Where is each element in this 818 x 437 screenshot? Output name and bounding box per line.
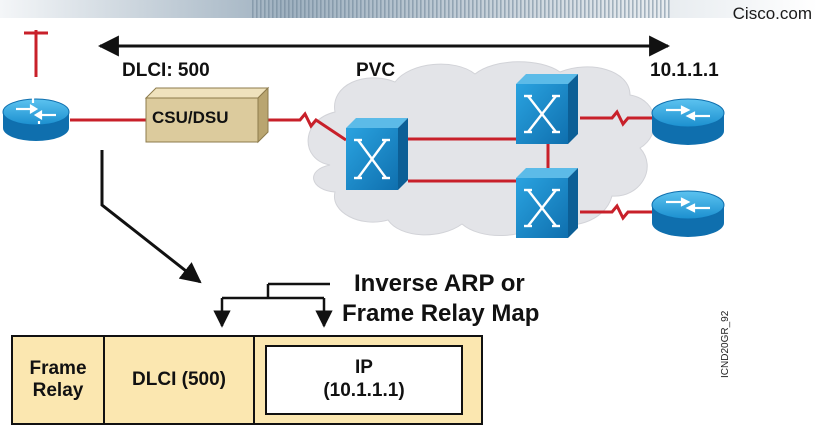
router-antenna: [24, 30, 48, 77]
curved-arrow: [100, 150, 202, 284]
frame-structure: [11, 335, 483, 425]
switch-left: [346, 118, 408, 190]
frame-field-frame-relay-line2: Relay: [32, 380, 84, 401]
switch-bottom-right: [516, 168, 578, 238]
frame-field-frame-relay-line1: Frame: [29, 358, 87, 380]
frame-field-ip-line2: (10.1.1.1): [323, 380, 405, 401]
switch-top-right: [516, 74, 578, 144]
figure-id-watermark: ICND20GR_92: [720, 310, 731, 378]
frame-field-frame-relay: Frame Relay: [12, 336, 104, 424]
mapping-bracket-arrows: [213, 282, 333, 328]
frame-field-dlci: DLCI (500): [132, 369, 226, 390]
brand-logo-text: Cisco.com: [732, 4, 812, 23]
frame-field-ip-line1: IP: [355, 357, 373, 379]
mapping-label-line1: Inverse ARP or: [354, 270, 525, 297]
pvc-label: PVC: [356, 60, 396, 81]
router-left: [2, 98, 70, 141]
dlci-label: DLCI: 500: [122, 60, 210, 81]
csu-dsu-device: [144, 86, 270, 144]
ip-address-label: 10.1.1.1: [650, 60, 719, 81]
csu-dsu-label: CSU/DSU: [152, 108, 229, 127]
frame-field-ip: IP (10.1.1.1): [266, 346, 462, 414]
mapping-label-line2: Frame Relay Map: [342, 300, 540, 327]
router-right-top: [651, 98, 725, 145]
router-right-bottom: [651, 190, 725, 237]
header-bar: [0, 0, 818, 18]
link-lines: [70, 109, 652, 221]
